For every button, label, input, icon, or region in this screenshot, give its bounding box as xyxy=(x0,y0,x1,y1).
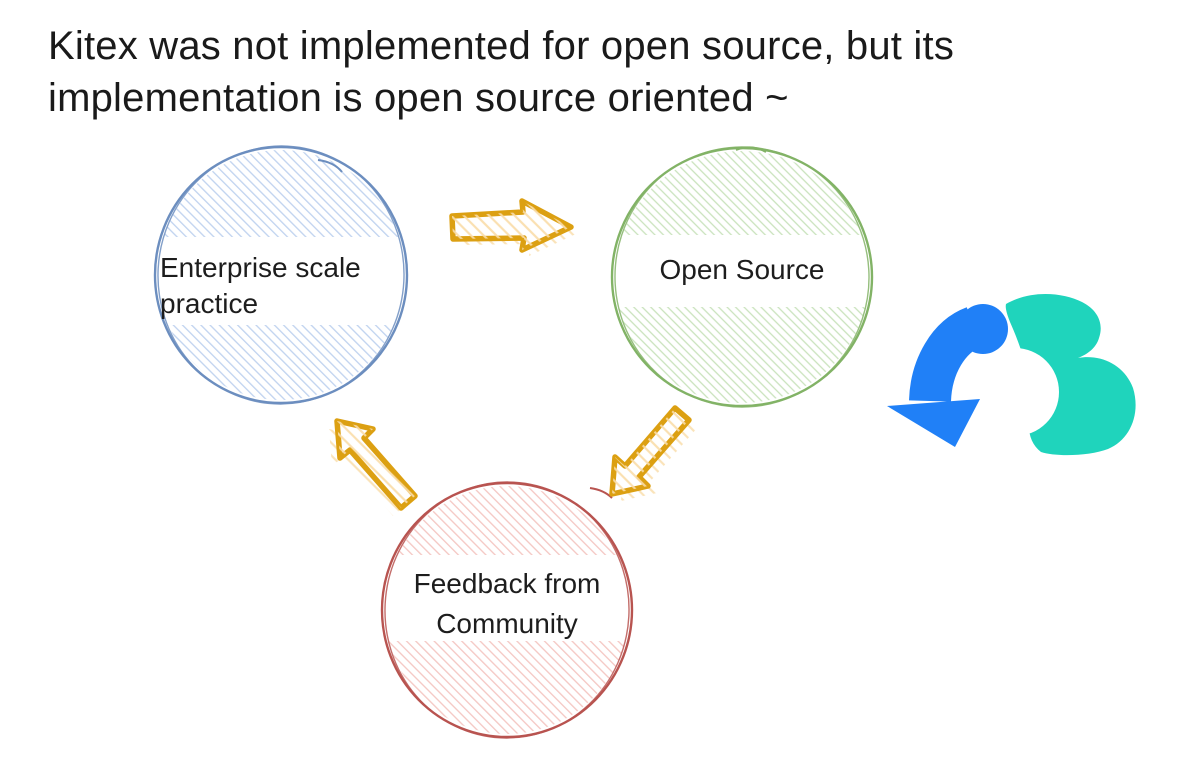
node-label-line: Enterprise scale xyxy=(160,252,361,283)
node-label-enterprise-scale-practice: Enterprise scale practice xyxy=(160,250,412,322)
cloudwego-logo xyxy=(887,294,1136,456)
page-title: Kitex was not implemented for open sourc… xyxy=(48,24,955,120)
node-label-line: Open Source xyxy=(659,254,825,285)
node-feedback-from-community xyxy=(376,481,638,739)
arrow-opensource-to-feedback xyxy=(609,405,698,501)
node-label-line: practice xyxy=(160,288,259,319)
node-label-line: Feedback from xyxy=(413,568,601,599)
node-open-source xyxy=(606,146,878,408)
arrow-feedback-to-enterprise xyxy=(329,418,418,516)
logo-arrow-head xyxy=(887,399,980,447)
node-enterprise-scale-practice xyxy=(148,145,414,405)
node-label-open-source: Open Source xyxy=(602,252,882,288)
node-label-feedback-from-community: Feedback from Community xyxy=(367,564,647,644)
arrow-enterprise-to-opensource xyxy=(449,198,578,256)
node-label-line: Community xyxy=(436,608,578,639)
logo-arrow-bump xyxy=(958,304,1008,354)
